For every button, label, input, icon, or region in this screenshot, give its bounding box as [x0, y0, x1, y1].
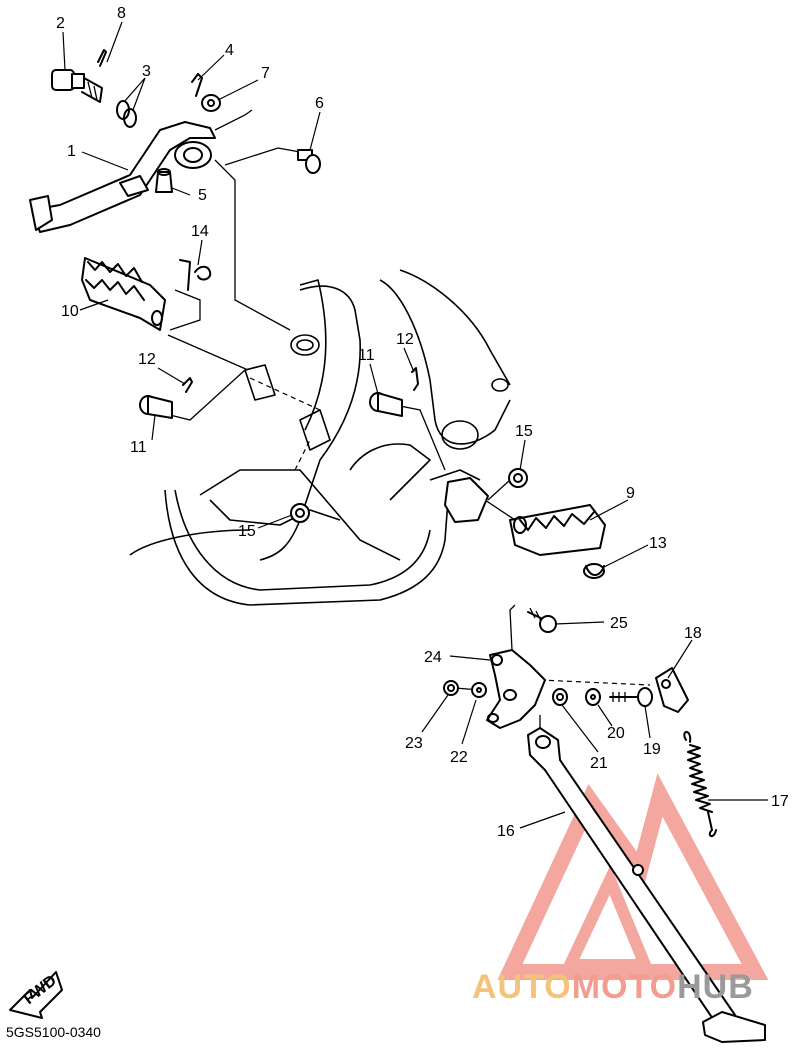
callout-13: 13 [649, 535, 667, 552]
callout-24: 24 [424, 649, 442, 666]
watermark-auto: AUTO [472, 968, 572, 1006]
part-16-side-stand [527, 727, 766, 1043]
part-22-washer [471, 682, 487, 698]
callout-19: 19 [643, 741, 661, 758]
part-12-cotter-a [182, 377, 193, 393]
part-17-spring [683, 731, 717, 837]
callout-21: 21 [590, 755, 608, 772]
callout-20: 20 [607, 725, 625, 742]
part-4-cotter [191, 73, 203, 97]
part-6-pin [297, 149, 321, 174]
callout-18: 18 [684, 625, 702, 642]
part-10-footpeg-left [81, 257, 166, 331]
callout-3: 3 [142, 63, 151, 80]
part-8-pin [97, 49, 107, 67]
part-23-nut [443, 680, 459, 696]
callout-9: 9 [626, 485, 635, 502]
callout-12-left: 12 [138, 351, 156, 368]
callout-8: 8 [117, 5, 126, 22]
watermark-moto: MOTO [571, 968, 678, 1006]
part-15-bushing-a [290, 503, 310, 523]
callout-17: 17 [771, 793, 789, 810]
callout-10: 10 [61, 303, 79, 320]
callout-4: 4 [225, 42, 234, 59]
watermark-text: AUTOMOTOHUB [472, 968, 754, 1007]
part-25-bolt [527, 607, 557, 633]
part-20-washer [585, 688, 601, 706]
part-1-pedal-arm [29, 121, 216, 233]
part-15-bushing-b [508, 468, 528, 488]
part-24-bracket [486, 649, 546, 729]
callout-leaders [62, 21, 768, 829]
part-18-plate [655, 667, 689, 713]
callout-23: 23 [405, 735, 423, 752]
footpeg-bracket-right [444, 477, 489, 523]
callout-7: 7 [261, 65, 270, 82]
part-2-bolt [51, 69, 103, 103]
callout-6: 6 [315, 95, 324, 112]
callout-15-left: 15 [238, 523, 256, 540]
part-19-bolt [609, 687, 653, 707]
part-11-pin-a [139, 395, 173, 419]
diagram-code: 5GS5100-0340 [6, 1024, 101, 1040]
callout-15-right: 15 [515, 423, 533, 440]
assembly-lines [167, 109, 651, 735]
part-12-cotter-b [411, 367, 419, 391]
callout-16: 16 [497, 823, 515, 840]
part-9-footpeg-right [509, 504, 606, 556]
callout-1: 1 [67, 143, 76, 160]
frame-outline [129, 269, 511, 606]
watermark-hub: HUB [677, 968, 754, 1006]
callout-25: 25 [610, 615, 628, 632]
watermark-logo [497, 773, 769, 980]
part-11-pin-b [369, 392, 403, 417]
part-5-nipple [155, 168, 173, 193]
part-13-spring [583, 563, 605, 579]
callout-14: 14 [191, 223, 209, 240]
part-14-spring [169, 259, 212, 331]
callout-numbers: 2 8 3 4 7 6 1 5 14 10 12 11 11 12 15 15 … [56, 5, 789, 840]
part-21-collar [552, 688, 568, 706]
callout-5: 5 [198, 187, 207, 204]
part-7-washer [201, 94, 221, 112]
callout-2: 2 [56, 15, 65, 32]
callout-11-left: 11 [130, 439, 147, 456]
part-3-washers [116, 100, 137, 128]
callout-22: 22 [450, 749, 468, 766]
fwd-arrow [9, 971, 63, 1019]
callout-11-right: 11 [358, 347, 375, 364]
callout-12-right: 12 [396, 331, 414, 348]
